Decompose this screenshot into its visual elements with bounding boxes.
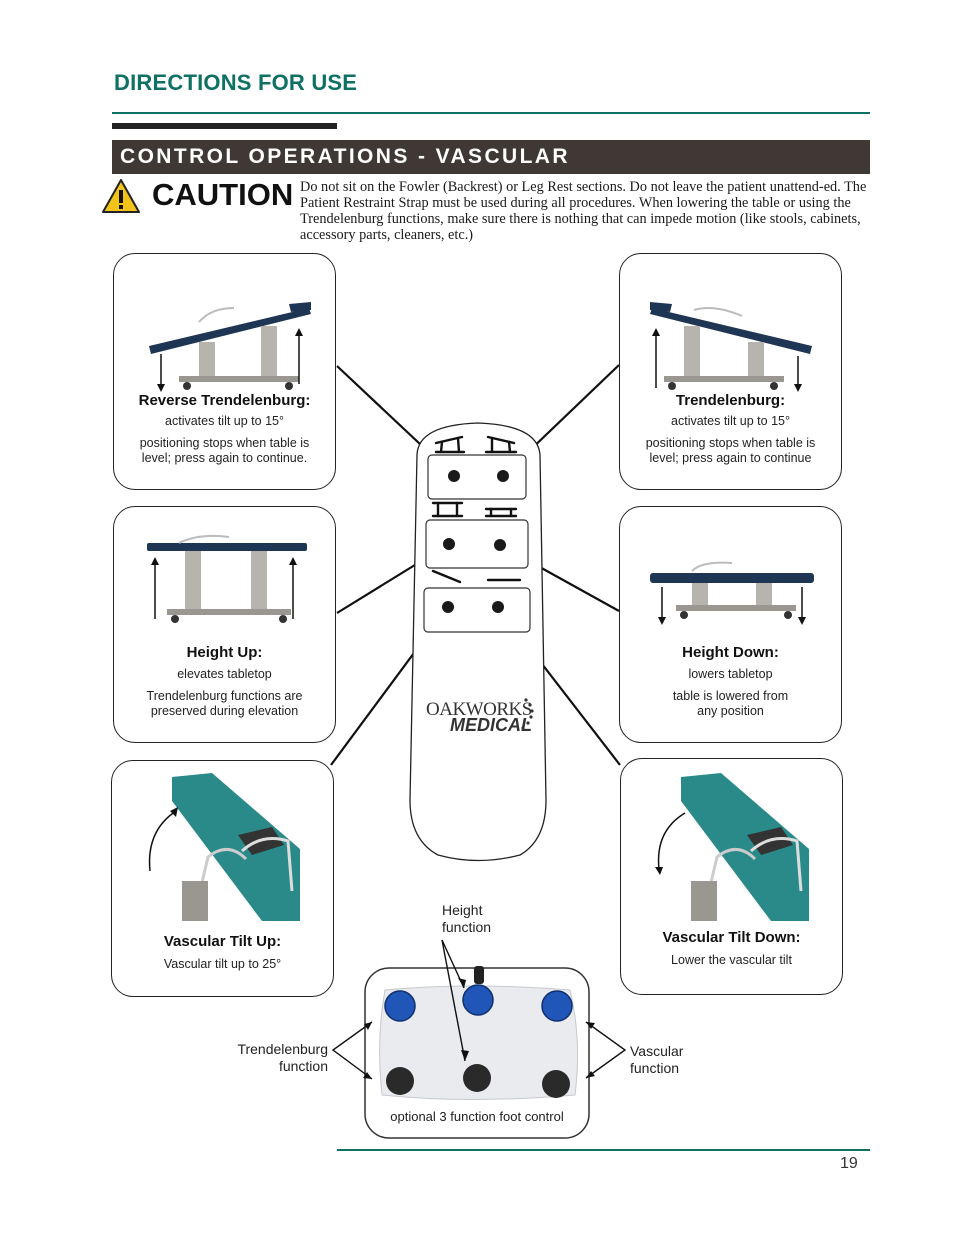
card-text: activates tilt up to 15° — [671, 414, 790, 428]
card-text: preserved during elevation — [150, 704, 299, 718]
card-height-down: Height Down: lowers tabletop table is lo… — [619, 506, 842, 743]
header-rule — [112, 112, 870, 114]
page-header-title: DIRECTIONS FOR USE — [114, 70, 358, 95]
card-title: Vascular Tilt Down: — [662, 929, 801, 946]
caution-text: Do not sit on the Fowler (Backrest) or L… — [300, 179, 867, 243]
table-height-down-icon — [650, 561, 814, 625]
card-height-up: Height Up: elevates tabletop Trendelenbu… — [113, 506, 336, 743]
card-title: Trendelenburg: — [675, 392, 786, 409]
card-title: Vascular Tilt Up: — [163, 933, 282, 950]
card-text: table is lowered from — [672, 689, 789, 703]
section-title: CONTROL OPERATIONS - VASCULAR — [120, 145, 570, 168]
hand-remote — [409, 422, 547, 862]
card-text: Vascular tilt up to 25° — [163, 957, 282, 971]
brand-logo-bottom: MEDICAL — [450, 715, 532, 735]
card-reverse-trendelenburg: Reverse Trendelenburg: activates tilt up… — [113, 253, 336, 490]
card-text: any position — [697, 704, 764, 718]
foot-control-caption: optional 3 function foot control — [390, 1109, 564, 1124]
table-height-up-icon — [147, 534, 307, 623]
section-title-bar — [112, 140, 870, 174]
card-text: Lower the vascular tilt — [671, 953, 792, 967]
card-vascular-tilt-down: Vascular Tilt Down: Lower the vascular t… — [620, 758, 843, 995]
table-tilt-icon — [650, 302, 812, 392]
foot-control — [331, 939, 627, 1139]
card-vascular-tilt-up: Vascular Tilt Up: Vascular tilt up to 25… — [111, 760, 334, 997]
height-function-label: Height function — [442, 902, 492, 935]
card-title: Height Up: — [186, 644, 263, 661]
card-text: activates tilt up to 15° — [165, 414, 284, 428]
vascular-tilt-up-icon — [148, 773, 300, 921]
card-text: Trendelenburg functions are — [146, 689, 303, 703]
card-trendelenburg: Trendelenburg: activates tilt up to 15° … — [619, 253, 842, 490]
card-title: Height Down: — [682, 644, 779, 661]
vascular-function-label: Vascular function — [630, 1043, 684, 1076]
vascular-tilt-down-icon — [655, 773, 809, 921]
card-title: Reverse Trendelenburg: — [138, 392, 311, 409]
section-accent-bar — [112, 123, 337, 129]
card-text: positioning stops when table is — [139, 436, 310, 450]
card-text: elevates tabletop — [177, 667, 272, 681]
brand-logo-top: OAKWORKS — [426, 699, 532, 720]
card-text: lowers tabletop — [688, 667, 773, 681]
caution-heading: CAUTION — [152, 177, 294, 212]
footer-rule — [337, 1149, 870, 1151]
table-reverse-tilt-icon — [149, 302, 311, 392]
warning-icon — [102, 179, 140, 213]
card-text: level; press again to continue — [649, 451, 812, 465]
card-text: level; press again to continue. — [141, 451, 308, 465]
page-number: 19 — [840, 1155, 858, 1172]
card-text: positioning stops when table is — [645, 436, 816, 450]
trendelenburg-function-label: Trendelenburg function — [237, 1041, 328, 1074]
